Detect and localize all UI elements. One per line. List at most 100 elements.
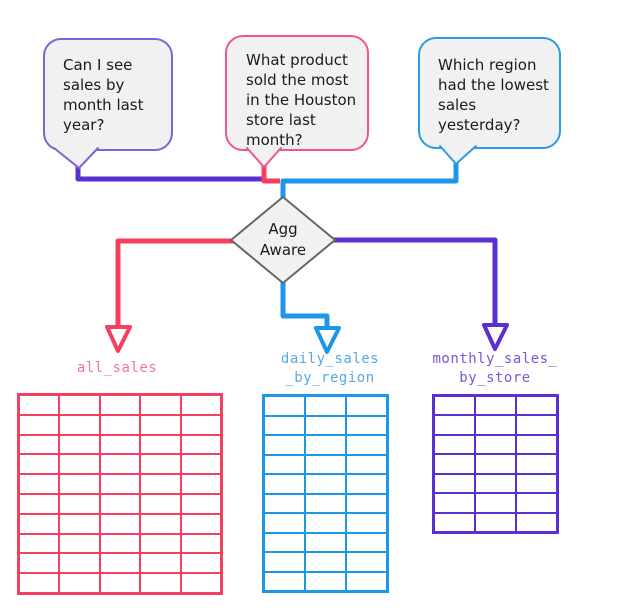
table-cell bbox=[181, 396, 220, 414]
table-label-all-sales: all_sales bbox=[76, 360, 158, 376]
table-cell bbox=[476, 513, 515, 531]
table-cell bbox=[435, 397, 474, 415]
table-cell bbox=[435, 474, 474, 493]
table-cell bbox=[60, 455, 99, 474]
arrowhead-blue bbox=[314, 326, 341, 354]
table-cell bbox=[20, 494, 59, 513]
table-cell bbox=[141, 514, 180, 533]
table-cell bbox=[181, 554, 220, 573]
table-cell bbox=[476, 397, 515, 415]
table-cell bbox=[265, 475, 304, 493]
connector-blue-question bbox=[280, 163, 459, 199]
table-cell bbox=[20, 534, 59, 553]
table-cell bbox=[517, 455, 556, 473]
table-cell bbox=[20, 396, 59, 414]
connector-pink-question bbox=[261, 162, 280, 184]
table-cell bbox=[347, 533, 386, 551]
table-cell bbox=[60, 415, 99, 434]
table-cell bbox=[100, 514, 140, 533]
table-cell bbox=[20, 475, 59, 493]
table-label-monthly-sales-by-store: monthly_sales_ by_store bbox=[432, 351, 558, 386]
table-cell bbox=[517, 416, 556, 434]
table-cell bbox=[476, 455, 515, 473]
table-cell bbox=[181, 494, 220, 513]
table-cell bbox=[141, 475, 180, 493]
table-cell bbox=[100, 475, 140, 493]
table-cell bbox=[435, 494, 474, 512]
table-cell bbox=[181, 435, 220, 454]
table-cell bbox=[476, 474, 515, 493]
bubble-tail-1 bbox=[53, 147, 99, 170]
table-cell bbox=[181, 514, 220, 533]
table-cell bbox=[517, 397, 556, 415]
table-cell bbox=[60, 435, 99, 454]
table-label-daily-sales-by-region: daily_sales _by_region bbox=[280, 351, 380, 386]
table-cell bbox=[141, 435, 180, 454]
table-cell bbox=[347, 475, 386, 493]
table-cell bbox=[476, 435, 515, 454]
table-cell bbox=[181, 475, 220, 493]
table-cell bbox=[20, 415, 59, 434]
table-cell bbox=[100, 455, 140, 474]
table-cell bbox=[100, 396, 140, 414]
table-cell bbox=[60, 396, 99, 414]
table-cell bbox=[347, 572, 386, 590]
table-all-sales bbox=[17, 393, 223, 595]
table-cell bbox=[100, 554, 140, 573]
table-cell bbox=[141, 396, 180, 414]
question-bubble-houston-product: What product sold the most in the Housto… bbox=[225, 35, 369, 151]
table-daily-sales-by-region bbox=[262, 394, 389, 593]
table-cell bbox=[306, 514, 345, 532]
table-cell bbox=[141, 494, 180, 513]
table-cell bbox=[347, 436, 386, 454]
table-cell bbox=[181, 455, 220, 474]
table-cell bbox=[20, 455, 59, 474]
table-cell bbox=[141, 415, 180, 434]
table-cell bbox=[20, 435, 59, 454]
table-cell bbox=[20, 554, 59, 573]
table-cell bbox=[265, 572, 304, 590]
table-monthly-sales-by-store bbox=[432, 394, 559, 534]
table-cell bbox=[265, 416, 304, 434]
table-cell bbox=[265, 533, 304, 551]
table-cell bbox=[476, 416, 515, 434]
table-cell bbox=[517, 474, 556, 493]
arrowhead-pink bbox=[105, 325, 132, 353]
table-cell bbox=[265, 514, 304, 532]
table-cell bbox=[100, 435, 140, 454]
table-cell bbox=[435, 435, 474, 454]
table-cell bbox=[347, 553, 386, 571]
connector-purple-to-monthly-sales bbox=[332, 237, 498, 330]
table-cell bbox=[100, 415, 140, 434]
table-cell bbox=[60, 475, 99, 493]
table-cell bbox=[265, 553, 304, 571]
table-cell bbox=[20, 574, 59, 592]
table-cell bbox=[100, 574, 140, 592]
connector-pink-to-all-sales bbox=[115, 238, 235, 331]
question-bubble-lowest-region: Which region had the lowest sales yester… bbox=[418, 37, 561, 149]
table-cell bbox=[306, 397, 345, 415]
decision-diamond-label: Agg Aware bbox=[259, 220, 307, 259]
table-cell bbox=[181, 415, 220, 434]
table-cell bbox=[347, 397, 386, 415]
table-cell bbox=[347, 416, 386, 434]
question-bubble-monthly-sales: Can I see sales by month last year? bbox=[43, 38, 173, 151]
table-cell bbox=[181, 574, 220, 592]
table-cell bbox=[306, 436, 345, 454]
table-cell bbox=[100, 494, 140, 513]
table-cell bbox=[306, 572, 345, 590]
table-cell bbox=[100, 534, 140, 553]
table-cell bbox=[181, 534, 220, 553]
table-cell bbox=[306, 455, 345, 473]
connector-purple-question bbox=[75, 164, 264, 182]
table-cell bbox=[347, 455, 386, 473]
table-cell bbox=[60, 574, 99, 592]
table-cell bbox=[60, 554, 99, 573]
table-cell bbox=[141, 554, 180, 573]
table-cell bbox=[347, 494, 386, 512]
table-cell bbox=[435, 513, 474, 531]
table-cell bbox=[265, 455, 304, 473]
table-cell bbox=[265, 436, 304, 454]
table-cell bbox=[517, 435, 556, 454]
